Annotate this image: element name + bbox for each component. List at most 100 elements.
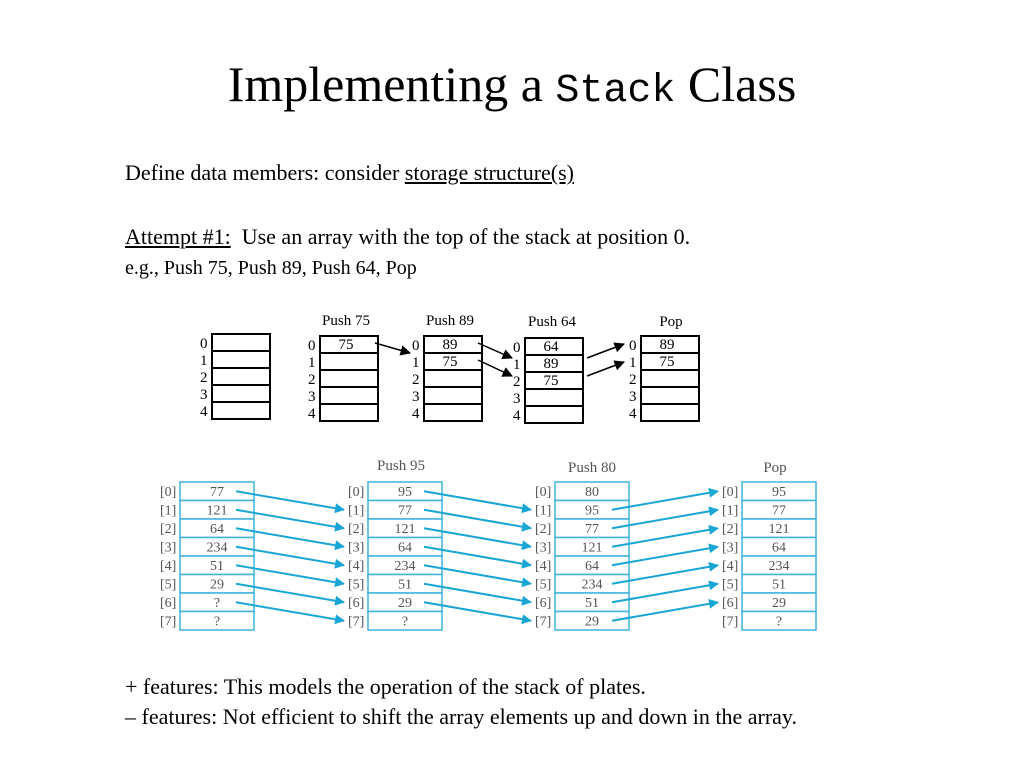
stack-cell <box>640 335 700 354</box>
shift-arrow <box>423 545 532 569</box>
stack-cell <box>211 367 271 386</box>
shift-arrow <box>611 543 719 567</box>
array-cell <box>554 536 630 557</box>
array-cell-value: 29 <box>398 596 412 611</box>
stack-cell <box>524 388 584 407</box>
array-cell <box>741 518 817 539</box>
page-title: Implementing a Stack Class <box>0 52 1024 124</box>
shift-arrow <box>235 490 345 514</box>
stack-index-label: 3 <box>629 389 637 405</box>
stack-cell <box>423 369 483 388</box>
shift-arrow <box>477 342 513 359</box>
array-cell-value: 234 <box>769 559 790 574</box>
shift-arrow <box>423 490 532 514</box>
array-cell <box>741 592 817 613</box>
stack-index-label: 0 <box>513 340 521 356</box>
array-cell-value: 80 <box>585 485 599 500</box>
array-index-label: [1] <box>722 504 738 519</box>
array-index-label: [7] <box>722 615 738 630</box>
stack-index-label: 0 <box>629 338 637 354</box>
stack-index-label: 1 <box>513 357 521 373</box>
array-cell-value: 51 <box>210 559 224 574</box>
shift-arrow <box>235 601 345 625</box>
array-cell-value: 121 <box>582 541 603 556</box>
array-index-label: [6] <box>535 596 551 611</box>
stack-cell <box>524 405 584 424</box>
stack-cell <box>423 352 483 371</box>
array-index-label: [3] <box>160 541 176 556</box>
array-index-label: [5] <box>722 578 738 593</box>
stack-index-label: 4 <box>412 406 420 422</box>
array-cell <box>554 610 630 631</box>
array-cell-value: 64 <box>772 541 786 556</box>
shift-arrow <box>423 527 532 551</box>
stack-index-label: 2 <box>412 372 420 388</box>
array-cell-value: 51 <box>585 596 599 611</box>
array-index-label: [4] <box>160 559 176 574</box>
array-cell <box>367 555 443 576</box>
title-prefix: Implementing a <box>227 56 556 112</box>
array-cell <box>179 518 255 539</box>
stack-index-label: 4 <box>200 404 208 420</box>
shift-arrow <box>423 508 532 532</box>
array-cell <box>741 481 817 502</box>
array-index-label: [2] <box>722 522 738 537</box>
array-cell-value: ? <box>214 596 220 611</box>
attempt-label: Attempt #1: <box>125 224 231 249</box>
stack-index-label: 3 <box>308 389 316 405</box>
array-cell <box>741 536 817 557</box>
stack-cell-value: 75 <box>544 373 559 389</box>
array-cell <box>179 610 255 631</box>
array-index-label: [2] <box>348 522 364 537</box>
shift-arrow <box>423 582 532 606</box>
stack-index-label: 4 <box>308 406 316 422</box>
array-index-label: [3] <box>348 541 364 556</box>
array-index-label: [4] <box>535 559 551 574</box>
array-cell-value: ? <box>402 615 408 630</box>
array-caption: Pop <box>763 460 786 476</box>
array-cell-value: 121 <box>769 522 790 537</box>
stack-cell-value: 89 <box>544 356 559 372</box>
array-index-label: [6] <box>160 596 176 611</box>
array-cell <box>367 592 443 613</box>
stack-index-label: 4 <box>513 408 521 424</box>
shift-arrow <box>611 524 719 548</box>
array-cell-value: 95 <box>772 485 786 500</box>
array-index-label: [6] <box>722 596 738 611</box>
array-cell-value: 77 <box>585 522 599 537</box>
shift-arrow <box>477 359 513 377</box>
stack-cell-value: 89 <box>443 337 458 353</box>
shift-arrow <box>423 601 532 625</box>
array-index-label: [0] <box>722 485 738 500</box>
array-cell <box>554 481 630 502</box>
stack-cell <box>423 403 483 422</box>
array-cell <box>367 499 443 520</box>
array-cell-value: 29 <box>772 596 786 611</box>
stack-caption: Pop <box>659 314 682 330</box>
stack-index-label: 0 <box>308 338 316 354</box>
stack-caption: Push 89 <box>426 313 474 329</box>
stack-cell <box>319 403 379 422</box>
stack-cell <box>640 403 700 422</box>
shift-arrow <box>586 342 625 359</box>
stack-index-label: 4 <box>629 406 637 422</box>
array-cell <box>367 610 443 631</box>
title-suffix: Class <box>675 56 797 112</box>
stack-index-label: 0 <box>200 336 208 352</box>
stack-cell <box>524 337 584 356</box>
attempt-line: Attempt #1: Use an array with the top of… <box>125 224 690 250</box>
array-cell-value: 29 <box>585 615 599 630</box>
stack-index-label: 3 <box>412 389 420 405</box>
array-cell-value: 234 <box>582 578 603 593</box>
data-members-prefix: Define data members: consider <box>125 160 405 185</box>
shift-arrow <box>611 561 719 585</box>
stack-cell <box>319 352 379 371</box>
array-caption: Push 80 <box>568 460 616 476</box>
stack-index-label: 2 <box>200 370 208 386</box>
stack-cell <box>319 369 379 388</box>
shift-arrow <box>235 564 345 588</box>
stack-cell-value: 89 <box>660 337 675 353</box>
array-cell-value: 234 <box>395 559 416 574</box>
array-cell <box>367 481 443 502</box>
